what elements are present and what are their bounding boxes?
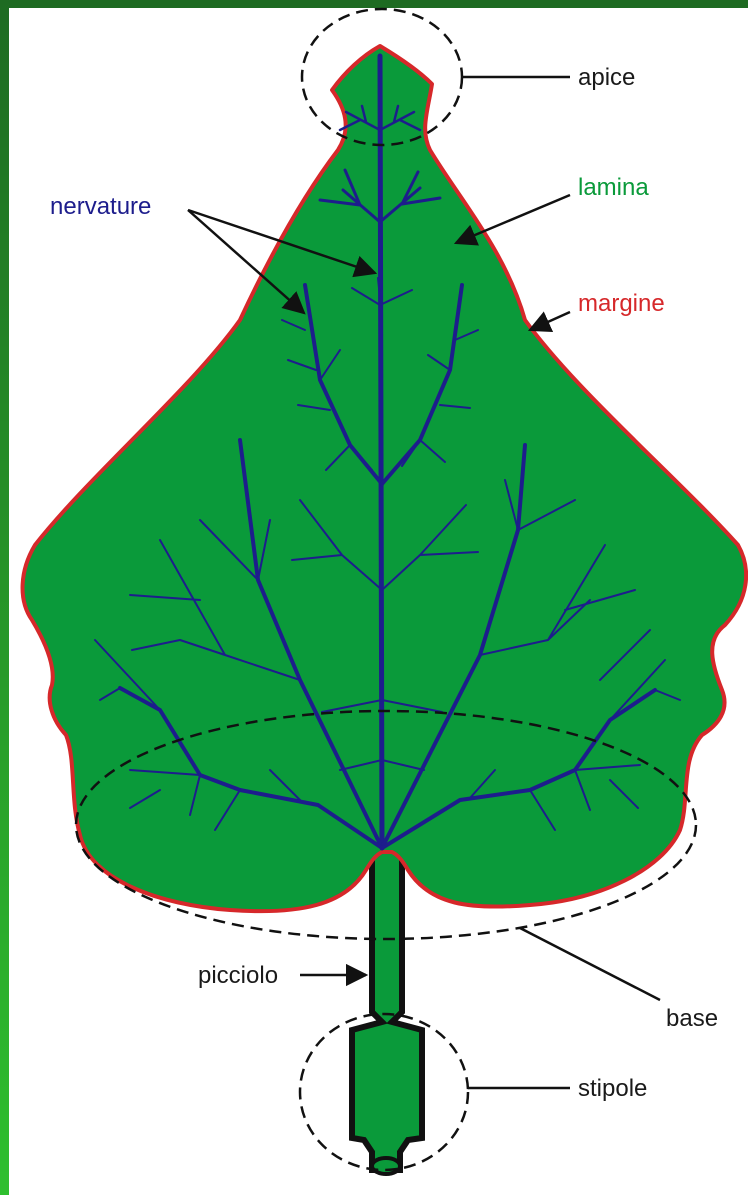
label-nervature: nervature: [50, 193, 151, 220]
label-picciolo: picciolo: [198, 962, 278, 989]
label-margine: margine: [578, 290, 665, 317]
label-lamina: lamina: [578, 174, 649, 201]
label-stipole: stipole: [578, 1075, 647, 1102]
petiole: [352, 850, 422, 1174]
label-apice: apice: [578, 64, 635, 91]
label-base: base: [666, 1005, 718, 1032]
